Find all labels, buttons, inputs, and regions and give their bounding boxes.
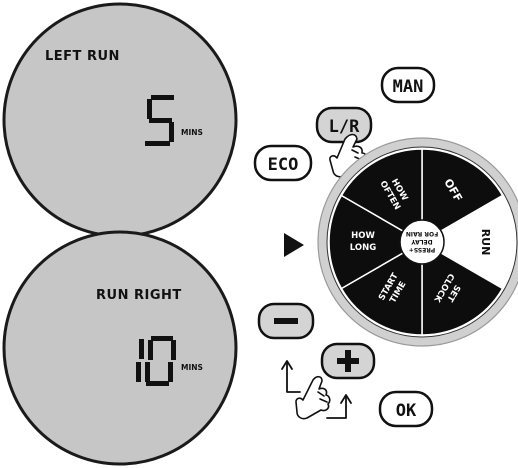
mode-dial[interactable]: OFF RUN SET CLOCK START TIME HOW LONG HO… bbox=[317, 137, 518, 347]
ok-button[interactable]: OK bbox=[378, 390, 434, 428]
plus-button[interactable] bbox=[320, 342, 376, 380]
bottom-lcd-display: RUN RIGHT MINS bbox=[2, 230, 238, 466]
seg-e bbox=[145, 362, 150, 382]
seg-f bbox=[148, 340, 153, 360]
bottom-lcd-units: MINS bbox=[181, 363, 203, 372]
top-lcd-digit-5 bbox=[145, 95, 174, 146]
seg-c bbox=[168, 362, 173, 382]
dial-label-how-long: HOW LONG bbox=[350, 231, 376, 253]
seg-a bbox=[151, 336, 173, 341]
dial-segments bbox=[328, 148, 516, 336]
eco-button-label: ECO bbox=[268, 155, 299, 175]
top-lcd-display: LEFT RUN MINS bbox=[2, 2, 238, 238]
top-lcd-label: LEFT RUN bbox=[45, 49, 120, 64]
svg-text:DELAY: DELAY bbox=[411, 238, 433, 245]
seg-d bbox=[145, 141, 170, 146]
svg-text:LONG: LONG bbox=[350, 243, 376, 253]
pointing-hand-icon-2 bbox=[295, 375, 331, 420]
seg-c bbox=[169, 122, 174, 142]
seg-f bbox=[147, 99, 152, 119]
left-right-button[interactable]: L/R bbox=[315, 106, 373, 144]
bottom-lcd-label: RUN RIGHT bbox=[96, 288, 182, 303]
bottom-lcd-digit-0 bbox=[145, 336, 176, 386]
minus-icon bbox=[274, 318, 298, 324]
dial-segment-run[interactable] bbox=[420, 194, 516, 290]
dial-segment-how-often[interactable] bbox=[340, 148, 423, 244]
arrow-up-left-icon bbox=[281, 360, 301, 393]
dial-segment-start-time[interactable] bbox=[340, 240, 423, 336]
seg-a bbox=[151, 95, 174, 100]
dial-segment-set-clock[interactable] bbox=[421, 240, 504, 336]
plus-icon-v bbox=[345, 350, 351, 372]
ok-button-label: OK bbox=[396, 401, 417, 421]
svg-text:PRESS+: PRESS+ bbox=[409, 246, 436, 253]
eco-button[interactable]: ECO bbox=[253, 144, 313, 182]
arrow-up-right-icon bbox=[326, 394, 352, 419]
dial-label-run: RUN bbox=[479, 229, 492, 256]
dial-center-label: PRESS+ DELAY FOR RAIN bbox=[406, 230, 438, 253]
top-lcd-units: MINS bbox=[181, 128, 203, 137]
seg-g bbox=[149, 118, 172, 123]
seg-b bbox=[171, 340, 176, 360]
seg-c bbox=[136, 362, 141, 382]
play-arrow-icon bbox=[284, 233, 304, 257]
man-button-label: MAN bbox=[393, 77, 424, 97]
seg-b bbox=[139, 339, 144, 359]
dial-center bbox=[399, 219, 445, 265]
minus-button[interactable] bbox=[257, 302, 315, 340]
dial-segment-how-long[interactable] bbox=[328, 194, 424, 290]
top-lcd-face bbox=[2, 2, 238, 238]
svg-text:HOW: HOW bbox=[351, 231, 375, 241]
bottom-lcd-face bbox=[2, 230, 238, 466]
left-right-button-label: L/R bbox=[329, 117, 360, 137]
man-button[interactable]: MAN bbox=[380, 66, 436, 104]
dial-segment-off[interactable] bbox=[421, 148, 504, 244]
bottom-lcd-digit-1 bbox=[136, 339, 144, 382]
seg-d bbox=[146, 381, 169, 386]
svg-text:FOR RAIN: FOR RAIN bbox=[406, 230, 438, 237]
